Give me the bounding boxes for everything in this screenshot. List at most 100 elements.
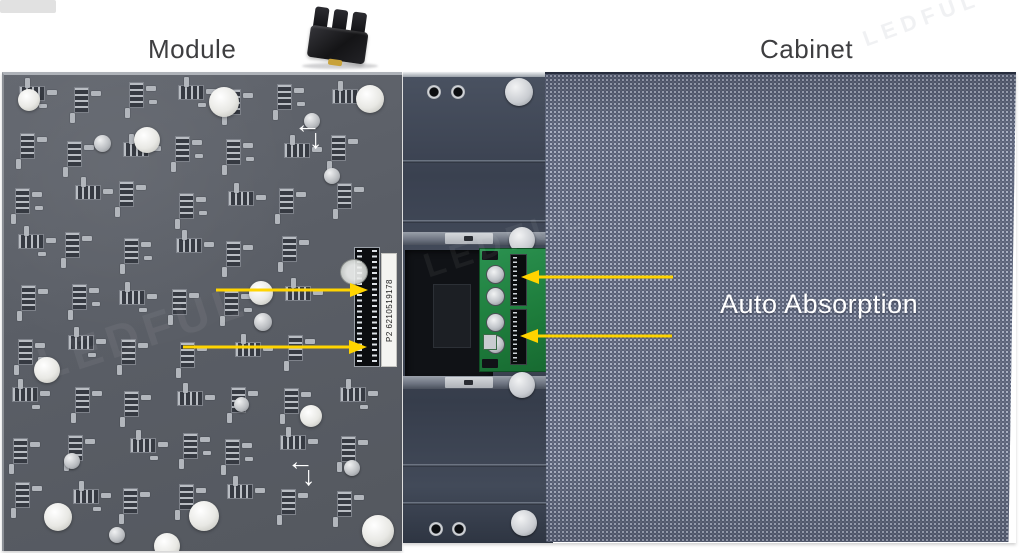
solder-pad (136, 185, 147, 191)
magnet-disc (249, 281, 273, 305)
solder-pad (149, 100, 158, 105)
solder-pad (242, 245, 253, 251)
solder-pad (149, 455, 158, 460)
solder-pad (125, 108, 131, 119)
solder-pad (11, 214, 17, 225)
capacitor (254, 313, 272, 331)
ic-chip (277, 83, 293, 110)
solder-pad (182, 382, 188, 393)
solder-pad (176, 367, 182, 378)
solder-pad (194, 154, 203, 159)
solder-pad (70, 113, 76, 124)
panel-seam (403, 502, 553, 505)
solder-pad (332, 209, 338, 220)
capacitor (324, 168, 340, 184)
ic-chip (227, 484, 254, 500)
ic-chip (15, 188, 31, 215)
capacitor (344, 460, 360, 476)
ic-chip (336, 183, 352, 210)
solder-pad (353, 187, 364, 193)
ic-chip (74, 87, 90, 114)
ic-chip (129, 437, 156, 453)
solder-pad (16, 310, 22, 321)
solder-pad (82, 235, 93, 241)
pcb-component (484, 335, 496, 349)
solder-pad (120, 416, 126, 427)
magnet-disc (509, 372, 535, 398)
module-title: Module (148, 34, 237, 64)
auto-absorption-label: Auto Absorption (720, 289, 919, 319)
solder-pad (220, 465, 226, 476)
solder-pad (277, 262, 283, 273)
solder-pad (311, 146, 322, 152)
solder-pad (175, 509, 181, 520)
solder-pad (25, 78, 31, 89)
solder-pad (241, 443, 252, 449)
ic-chip (224, 439, 240, 466)
rail-bracket (445, 377, 493, 388)
solder-pad (85, 438, 96, 444)
solder-pad (199, 437, 210, 443)
capacitor (64, 453, 80, 469)
annotation-arrow-cabinet-top (521, 270, 673, 284)
hub-pcb (479, 248, 551, 372)
hub-pin-connector (510, 254, 527, 306)
ic-chip (176, 390, 203, 406)
capacitor (234, 397, 249, 412)
solder-pad (11, 507, 17, 518)
cabinet-title: Cabinet (760, 34, 854, 64)
pcb-screw (486, 287, 505, 306)
solder-pad (202, 451, 211, 456)
solder-pad (8, 464, 14, 475)
ic-chip (280, 489, 296, 516)
capacitor (304, 113, 320, 129)
solder-pad (35, 343, 45, 349)
screw-hole (427, 85, 441, 99)
solder-pad (285, 426, 291, 437)
solder-pad (348, 138, 359, 144)
solder-pad (255, 194, 266, 200)
solder-pad (140, 242, 151, 248)
magnet-disc (189, 501, 219, 531)
ic-chip (179, 483, 195, 510)
solder-pad (273, 109, 279, 120)
ic-chip (172, 289, 188, 316)
annotation-arrow-cabinet-bottom (520, 329, 672, 343)
watermark-smudge (0, 0, 56, 13)
ic-chip (176, 237, 203, 253)
ic-chip (118, 289, 145, 305)
solder-pad (244, 457, 253, 462)
magnet-disc (154, 533, 180, 551)
solder-pad (32, 192, 43, 198)
magnet-disc (44, 503, 72, 531)
solder-pad (191, 140, 202, 146)
solder-pad (32, 485, 43, 491)
ic-chip (178, 84, 205, 100)
solder-pad (170, 162, 176, 173)
solder-pad (327, 160, 333, 171)
solder-pad (280, 413, 286, 424)
cabinet-top-edge (403, 72, 553, 77)
solder-pad (199, 210, 208, 215)
solder-pad (296, 191, 307, 197)
solder-pad (29, 442, 40, 448)
solder-pad (138, 343, 149, 349)
solder-pad (40, 390, 51, 396)
solder-pad (304, 338, 315, 344)
solder-pad (189, 293, 200, 299)
solder-pad (294, 87, 305, 93)
pcb-tab (482, 251, 498, 260)
pcb-screw (486, 265, 505, 284)
solder-pad (115, 207, 121, 218)
magnet-disc (505, 78, 533, 106)
pcb-screw (486, 313, 505, 332)
ic-chip (331, 134, 347, 161)
plug-body (306, 24, 369, 65)
solder-pad (357, 440, 368, 446)
solder-pad (240, 333, 246, 344)
solder-pad (227, 412, 233, 423)
led-panel: LEDFUL (545, 72, 1016, 542)
solder-pad (346, 379, 352, 390)
ic-chip (337, 490, 353, 517)
